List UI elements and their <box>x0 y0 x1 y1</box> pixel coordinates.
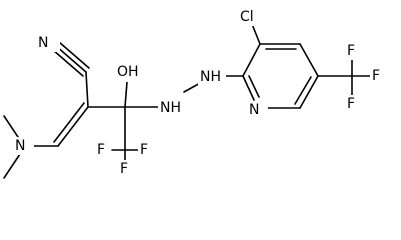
structure-canvas: N OH NH NH Cl N N F <box>3 8 384 179</box>
nitrile-triple-bond-1 <box>55 45 87 73</box>
alkene-double-bond-b <box>53 102 85 143</box>
ring-c5-c6-inner <box>294 76 312 105</box>
chlorine-label: Cl <box>240 9 254 25</box>
bond-nitrile-alkene <box>85 71 89 108</box>
ring-c5-c6 <box>299 75 319 109</box>
methyl-lower <box>3 153 21 179</box>
hydrazine-nh1-label: NH <box>160 100 181 116</box>
bond-quaternary-oh <box>124 81 128 108</box>
nitrile-n-label: N <box>38 35 48 51</box>
bond-c3-cl <box>251 23 261 45</box>
cf3-left-f-bottom-label: F <box>120 161 128 177</box>
bonds <box>3 23 371 179</box>
cf3-right-f-bottom-label: F <box>347 96 355 112</box>
chemical-structure-diagram: N OH NH NH Cl N N F <box>3 8 384 179</box>
ring-n-c2-inner <box>248 75 260 98</box>
nitrile-triple-bond-2 <box>52 49 84 77</box>
cf3-left-f-right-label: F <box>140 142 148 158</box>
cf3-left-f-left-label: F <box>97 142 105 158</box>
ring-c2-c3 <box>242 43 261 77</box>
hydrazine-nh2-label: NH <box>200 69 221 85</box>
nitrile-triple-bond-3 <box>58 41 90 69</box>
hydroxyl-label: OH <box>117 64 139 80</box>
pyridine-n-label: N <box>249 102 259 118</box>
ring-n-c2 <box>242 75 255 101</box>
methyl-upper <box>3 115 21 141</box>
ring-c4-c5 <box>299 43 319 77</box>
alkene-double-bond-a <box>57 106 89 147</box>
atom-labels: N OH NH NH Cl N N F <box>14 8 384 178</box>
dimethylamino-n-label: N <box>15 138 25 154</box>
cf3-right-f-top-label: F <box>347 43 355 59</box>
cf3-right-f-right-label: F <box>372 68 380 84</box>
